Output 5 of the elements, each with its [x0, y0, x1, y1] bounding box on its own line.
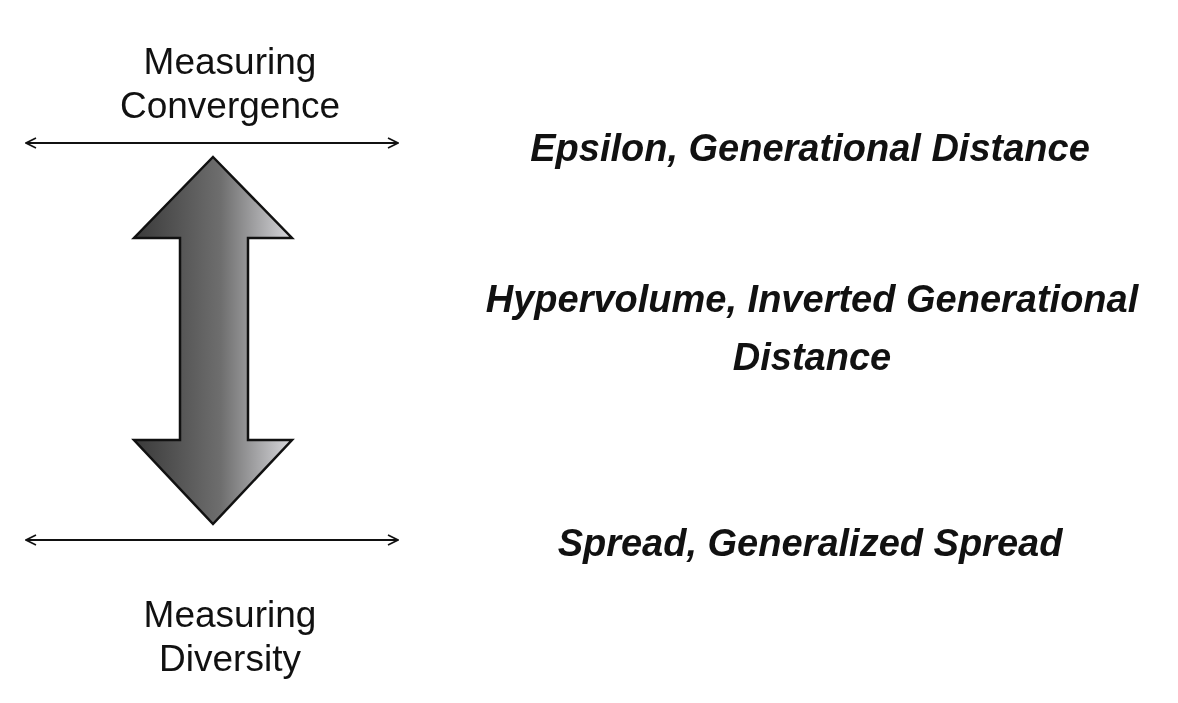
axis-label: Measuring Convergence	[118, 40, 342, 128]
metric-label: Hypervolume, Inverted Generational Distance	[484, 277, 1140, 380]
metric-label: Epsilon, Generational Distance	[529, 126, 1091, 171]
axis-label: Measuring Diversity	[142, 593, 318, 681]
metric-label: Spread, Generalized Spread	[556, 521, 1064, 566]
